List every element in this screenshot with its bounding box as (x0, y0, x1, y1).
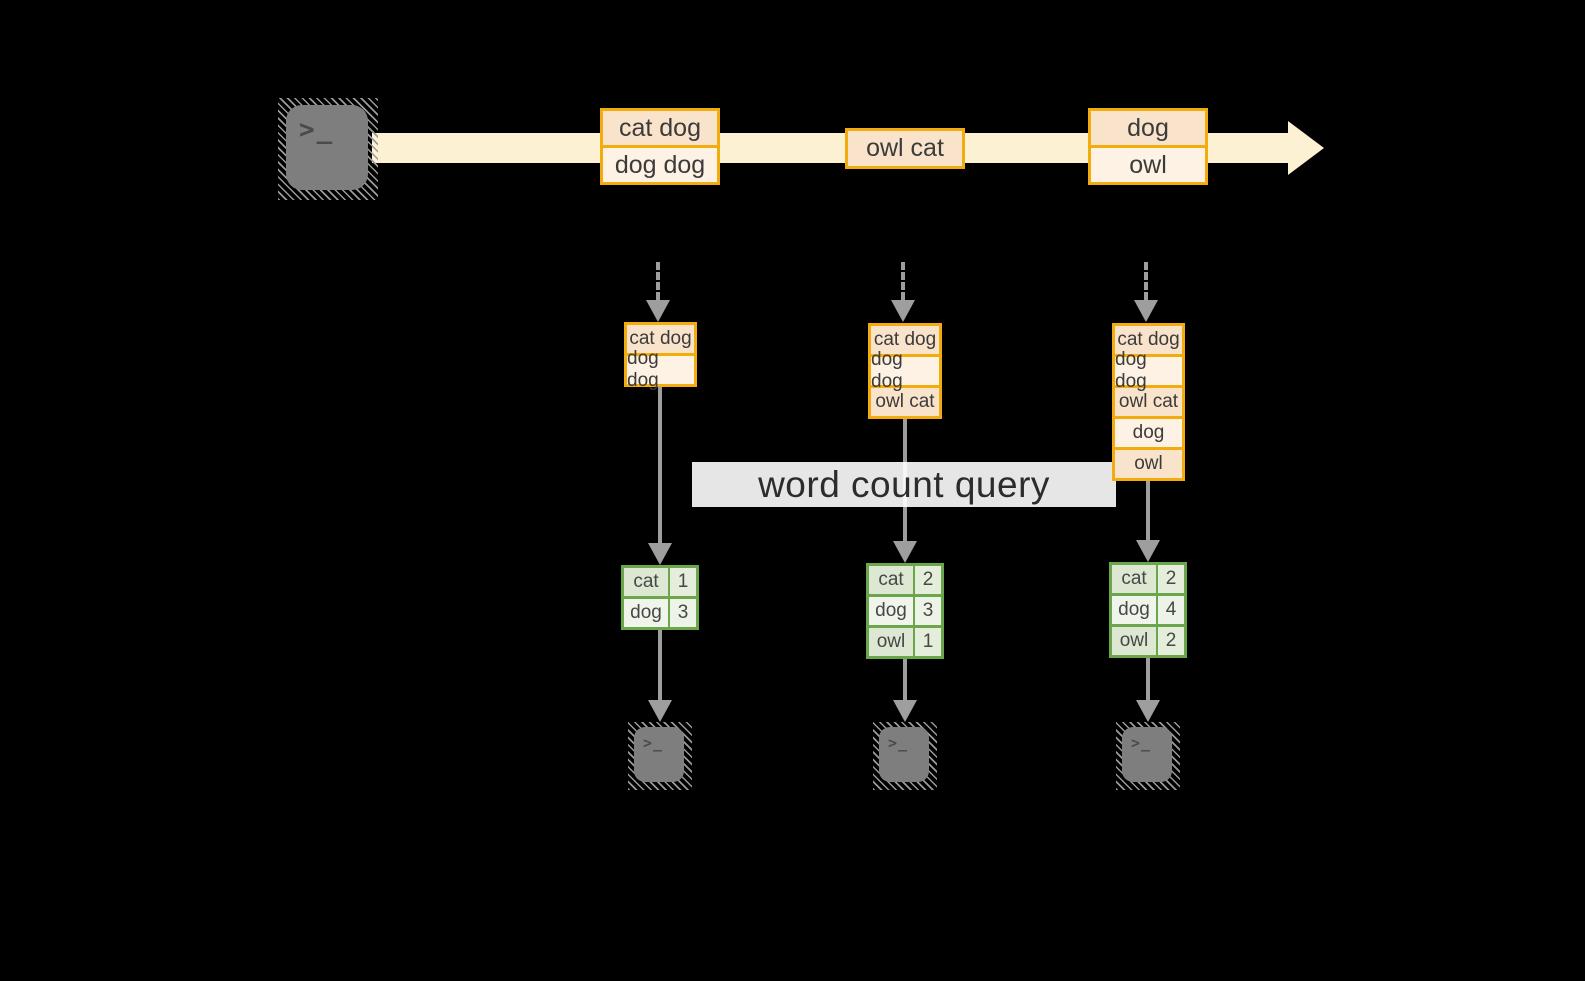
arrowhead-icon (1136, 540, 1160, 562)
count-value-cell: 3 (668, 599, 696, 627)
count-value-cell: 2 (1156, 565, 1184, 593)
stream-event-box: owl (1088, 145, 1208, 185)
source-terminal-icon: >_ (278, 98, 378, 200)
query-banner-label: word count query (758, 463, 1050, 505)
arrowhead-icon (893, 700, 917, 722)
query-banner: word count query (692, 462, 1116, 507)
micro-batch-row: owl cat (1112, 385, 1185, 419)
terminal-screen: >_ (634, 727, 684, 782)
count-value-cell: 1 (668, 568, 696, 596)
output-terminal-icon-3: >_ (1116, 722, 1180, 790)
count-word-cell: dog (624, 599, 668, 627)
dashed-arrow-line (656, 262, 660, 300)
arrowhead-icon (1136, 700, 1160, 722)
stream-event-box: dog (1088, 108, 1208, 148)
count-value-cell: 2 (1156, 627, 1184, 655)
prompt-glyph: >_ (1131, 734, 1152, 752)
output-terminal-icon-1: >_ (628, 722, 692, 790)
count-word-cell: owl (869, 628, 913, 656)
output-terminal-icon-2: >_ (873, 722, 937, 790)
count-word-cell: dog (869, 597, 913, 625)
dashed-arrow-line (901, 262, 905, 300)
stream-event-box: dog dog (600, 145, 720, 185)
dashed-arrowhead-icon (1134, 300, 1158, 322)
arrow-line (1146, 656, 1150, 700)
micro-batch-row: dog dog (1112, 349, 1185, 392)
micro-batch-row: owl (1112, 447, 1185, 481)
prompt-glyph: >_ (643, 734, 664, 752)
count-value-cell: 1 (913, 628, 941, 656)
arrow-line (658, 628, 662, 700)
count-word-cell: owl (1112, 627, 1156, 655)
count-value-cell: 2 (913, 566, 941, 594)
stream-timeline-arrowhead-icon (1288, 121, 1324, 175)
stream-batch-2: owl cat (845, 128, 965, 169)
micro-batch-row: owl cat (868, 385, 942, 419)
arrowhead-icon (648, 700, 672, 722)
arrow-line (903, 657, 907, 700)
micro-batch-row: dog dog (624, 348, 697, 391)
count-value-cell: 4 (1156, 596, 1184, 624)
prompt-glyph: >_ (299, 115, 335, 145)
dashed-arrow-line (1144, 262, 1148, 300)
dashed-arrowhead-icon (891, 300, 915, 322)
count-word-cell: cat (624, 568, 668, 596)
prompt-glyph: >_ (888, 734, 909, 752)
stream-event-box: cat dog (600, 108, 720, 148)
terminal-screen: >_ (1122, 727, 1172, 782)
stream-event-box: owl cat (845, 128, 965, 169)
arrow-line (1146, 480, 1150, 540)
terminal-screen: >_ (879, 727, 929, 782)
count-word-cell: cat (869, 566, 913, 594)
micro-batch-row: cat dog (868, 323, 942, 357)
micro-batch-row: dog dog (868, 349, 942, 392)
count-word-cell: dog (1112, 596, 1156, 624)
count-value-cell: 3 (913, 597, 941, 625)
arrowhead-icon (893, 541, 917, 563)
arrowhead-icon (648, 543, 672, 565)
micro-batch-row: dog (1112, 416, 1185, 450)
count-word-cell: cat (1112, 565, 1156, 593)
arrow-line (658, 386, 662, 543)
dashed-arrowhead-icon (646, 300, 670, 322)
terminal-screen: >_ (286, 105, 368, 190)
